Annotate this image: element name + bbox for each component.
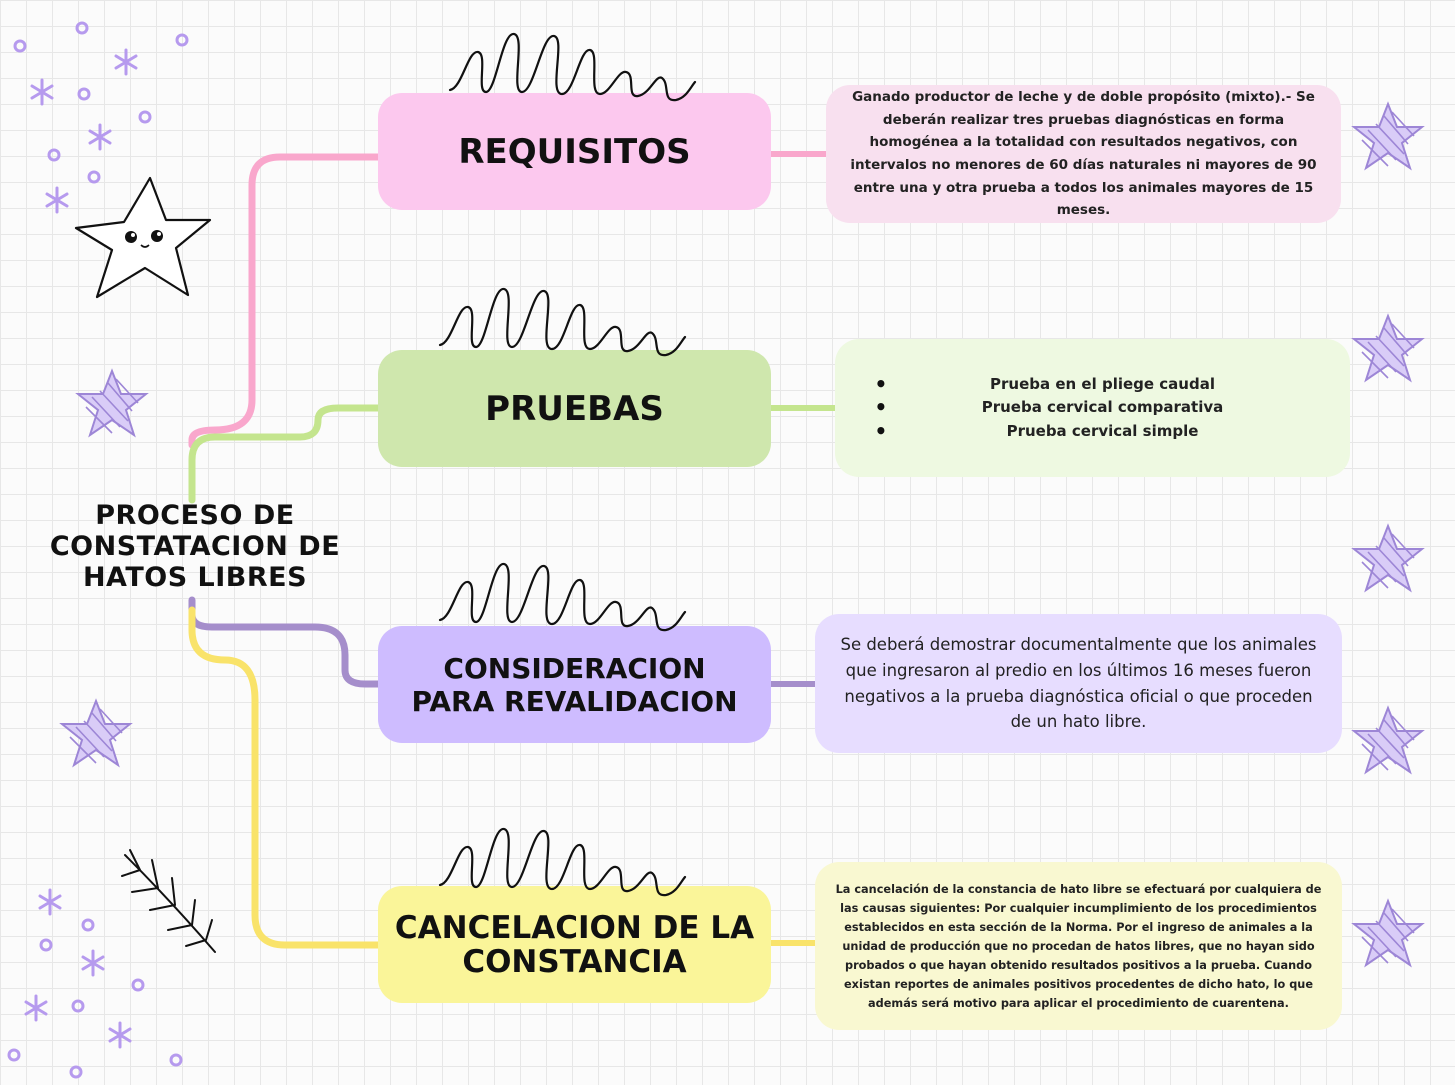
connector-consideracion: [188, 596, 384, 688]
node-consideracion: CONSIDERACION PARA REVALIDACION: [378, 626, 771, 743]
node-pruebas: PRUEBAS: [378, 350, 771, 467]
leaf-sprig-icon: [121, 849, 216, 953]
central-title: PROCESO DE CONSTATACION DE HATOS LIBRES: [49, 500, 341, 593]
desc-cancelacion-text: La cancelación de la constancia de hato …: [835, 882, 1322, 1010]
hatched-star-icon: [1353, 900, 1423, 966]
desc-consideracion-text: Se deberá demostrar documentalmente que …: [840, 635, 1317, 732]
desc-requisitos: Ganado productor de leche y de doble pro…: [826, 85, 1341, 223]
connector-requisitos: [188, 153, 384, 449]
loop-scribble-icon: [438, 562, 687, 632]
star-face-icon: [74, 176, 212, 299]
bullet-item: Prueba en el pliege caudal: [873, 373, 1313, 397]
sparkle-cluster-bottom: [7, 888, 183, 1079]
bullet-item: Prueba cervical simple: [873, 420, 1313, 444]
hatched-star-icon: [1353, 315, 1423, 381]
desc-cancelacion: La cancelación de la constancia de hato …: [815, 862, 1342, 1030]
connector-cancelacion: [188, 606, 384, 949]
hatched-star-icon: [1353, 525, 1423, 591]
connector-pruebas: [188, 404, 384, 504]
node-cancelacion: CANCELACION DE LA CONSTANCIA: [378, 886, 771, 1003]
desc-pruebas: Prueba en el pliege caudal Prueba cervic…: [835, 339, 1350, 477]
hatched-star-icon: [77, 370, 147, 436]
node-pruebas-label: PRUEBAS: [485, 388, 664, 429]
loop-scribble-icon: [448, 32, 697, 102]
loop-scribble-icon: [438, 287, 687, 357]
hatched-star-icon: [1353, 103, 1423, 169]
desc-requisitos-text: Ganado productor de leche y de doble pro…: [850, 89, 1317, 219]
node-requisitos: REQUISITOS: [378, 93, 771, 210]
sparkle-cluster-top: [13, 21, 189, 214]
pruebas-bullet-list: Prueba en el pliege caudal Prueba cervic…: [873, 373, 1313, 444]
hatched-star-icon: [1353, 707, 1423, 773]
node-consideracion-label: CONSIDERACION PARA REVALIDACION: [411, 651, 738, 718]
node-requisitos-label: REQUISITOS: [458, 131, 691, 172]
hatched-star-icon: [61, 700, 131, 766]
desc-consideracion: Se deberá demostrar documentalmente que …: [815, 614, 1342, 753]
bullet-item: Prueba cervical comparativa: [873, 396, 1313, 420]
loop-scribble-icon: [438, 827, 687, 897]
node-cancelacion-label: CANCELACION DE LA CONSTANCIA: [394, 909, 755, 980]
